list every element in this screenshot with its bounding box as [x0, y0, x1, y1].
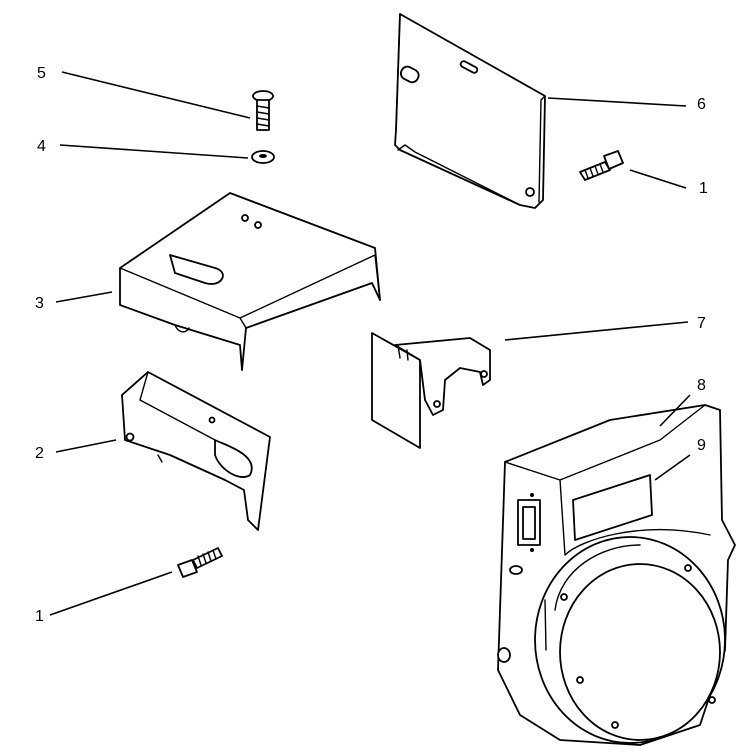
- callout-labels: 5 4 3 2 1 6 1 7 8 9: [35, 65, 708, 625]
- leader-2: [55, 439, 117, 453]
- part-1-bolt-upper: [579, 150, 624, 181]
- part-9-decal: [572, 474, 653, 541]
- callout-3: 3: [35, 295, 44, 312]
- callout-5: 5: [37, 65, 46, 82]
- leader-lines: [49, 71, 691, 616]
- leader-1-lower: [49, 571, 173, 616]
- leader-6: [547, 97, 687, 107]
- leader-5: [61, 71, 251, 119]
- callout-9: 9: [697, 437, 706, 454]
- callout-7: 7: [697, 315, 706, 332]
- leader-1-upper: [629, 169, 687, 189]
- callout-6: 6: [697, 96, 706, 113]
- leader-7: [504, 321, 689, 341]
- part-4-washer: [251, 150, 275, 164]
- callout-4: 4: [37, 138, 46, 155]
- part-3-cover: [119, 192, 381, 371]
- part-1-bolt-lower: [177, 547, 223, 578]
- callout-2: 2: [35, 445, 44, 462]
- leader-8: [659, 394, 691, 427]
- part-6-back-plate: [394, 13, 546, 209]
- callout-1-lower: 1: [35, 608, 44, 625]
- part-8-blower-housing: [497, 404, 736, 746]
- part-7-deflector: [371, 332, 491, 449]
- leader-4: [59, 144, 249, 159]
- callout-8: 8: [697, 377, 706, 394]
- part-5-screw: [252, 90, 274, 131]
- leader-9: [654, 454, 691, 481]
- part-2-bracket: [121, 371, 271, 531]
- callout-1-upper: 1: [699, 180, 708, 197]
- leader-3: [55, 291, 113, 303]
